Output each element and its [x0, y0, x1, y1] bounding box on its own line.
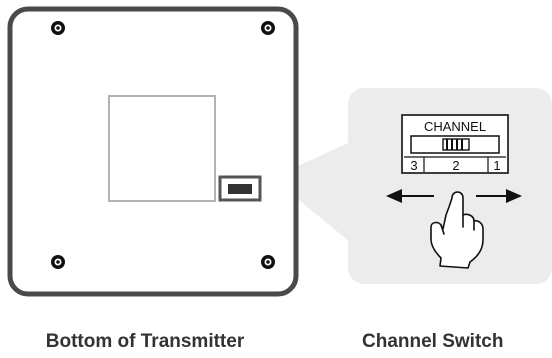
pointing-hand-icon	[430, 191, 484, 269]
transmitter-body	[7, 6, 299, 297]
switch-title: CHANNEL	[424, 119, 486, 134]
screw-icon	[51, 255, 65, 269]
arrow-right-icon	[476, 189, 522, 203]
screw-icon	[261, 21, 275, 35]
arrow-left-icon	[386, 189, 434, 203]
screw-icon	[51, 21, 65, 35]
switch-number-2: 2	[452, 158, 459, 173]
screw-icon	[261, 255, 275, 269]
callout-wedge	[272, 142, 350, 242]
switch-number-1: 1	[493, 158, 500, 173]
caption-channel-switch: Channel Switch	[362, 331, 504, 352]
bottom-label-area	[108, 95, 216, 202]
caption-bottom-of-transmitter: Bottom of Transmitter	[45, 331, 245, 352]
switch-number-3: 3	[410, 158, 417, 173]
channel-switch-slot-knob	[228, 184, 252, 194]
